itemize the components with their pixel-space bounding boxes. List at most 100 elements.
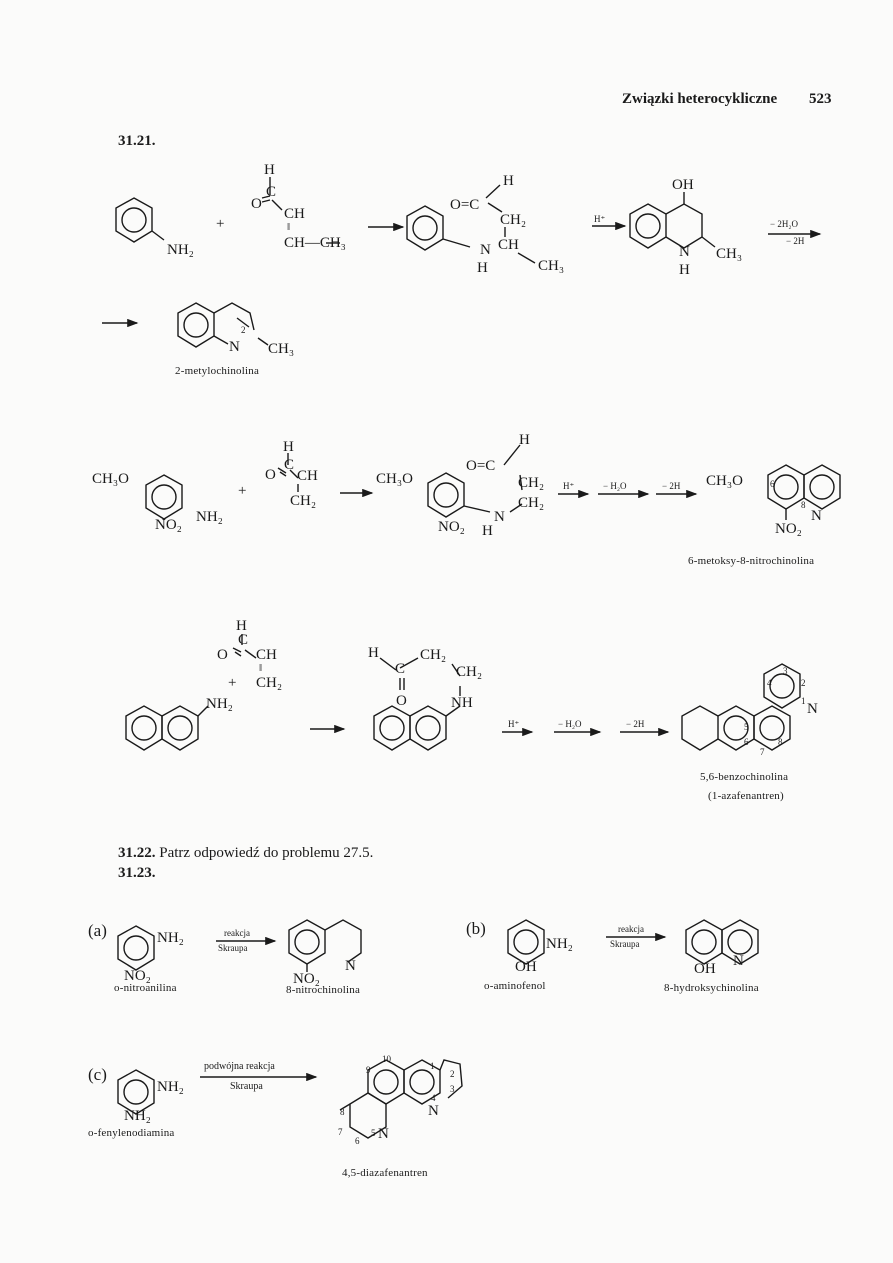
s3-double-bond: ‖ xyxy=(259,662,263,674)
s1-aldehyde-h: H xyxy=(264,162,275,178)
s3-int-ch2b: CH₂ xyxy=(456,664,483,680)
s3-prod-pos8: 8 xyxy=(778,737,783,747)
part-b-arrow-bottom: Skraupa xyxy=(610,939,640,949)
problem-number-31-23: 31.23. xyxy=(118,865,156,881)
part-c-pos3: 3 xyxy=(450,1084,455,1094)
problem-number-31-21: 31.21. xyxy=(118,133,156,149)
caption-o-fenylenodiamina: o-fenylenodiamina xyxy=(88,1127,175,1139)
s3-int-h: H xyxy=(368,645,379,661)
s2-prod-pos8: 8 xyxy=(801,500,806,510)
s2-ald-h: H xyxy=(283,439,294,455)
s1-ch-ch3: CH—CH₃ xyxy=(284,235,346,251)
aniline-ring xyxy=(115,197,165,243)
s3-prod-pos5: 5 xyxy=(744,722,749,732)
s3-int-c: C xyxy=(395,661,406,677)
s2-prod-no2: NO₂ xyxy=(775,521,802,537)
s2-int-ch3o: CH₃O xyxy=(376,471,413,487)
s3-ch: CH xyxy=(256,647,277,663)
s2-hplus: H⁺ xyxy=(563,481,575,491)
s2-no2: NO₂ xyxy=(155,517,182,533)
part-a-prod-n: N xyxy=(345,958,356,974)
s1-prod-ch3: CH₃ xyxy=(268,341,295,357)
s3-int-nh: NH xyxy=(451,695,473,711)
s2-ald-c: C xyxy=(284,457,295,473)
s1-int-nh: H xyxy=(477,260,488,276)
part-a-no2: NO₂ xyxy=(124,968,151,984)
part-a-arrow-bottom: Skraupa xyxy=(218,943,248,953)
intermediate3 xyxy=(373,657,461,751)
s3-prod-pos7: 7 xyxy=(760,747,765,757)
s1-prod-n: N xyxy=(229,339,240,355)
s3-nh2: NH₂ xyxy=(206,696,233,712)
part-c-arrow-bottom: Skraupa xyxy=(230,1081,263,1092)
part-a-prod-no2: NO₂ xyxy=(293,971,320,987)
part-c-label: (c) xyxy=(88,1065,107,1084)
s2-ch3o: CH₃O xyxy=(92,471,129,487)
s2-plus: + xyxy=(238,483,247,499)
part-c-pos6: 6 xyxy=(355,1136,360,1146)
s1-int-n: N xyxy=(480,242,491,258)
s2-int-no2: NO₂ xyxy=(438,519,465,535)
part-c-n5: N xyxy=(378,1126,389,1142)
part-c-arrow-top: podwójna reakcja xyxy=(204,1061,275,1072)
s1-thq-oh: OH xyxy=(672,177,694,193)
s3-int-o: O xyxy=(396,693,407,709)
intermediate2-ring xyxy=(427,444,523,518)
intermediate1-ring xyxy=(406,184,536,264)
s2-minus-h2o: − H₂O xyxy=(603,481,627,491)
s3-int-ch2a: CH₂ xyxy=(420,647,447,663)
tetrahydroquinolinol xyxy=(629,192,716,249)
s3-minus-2h: − 2H xyxy=(626,719,645,729)
part-c-pos4: 4 xyxy=(431,1093,436,1103)
part-c-pos7: 7 xyxy=(338,1127,343,1137)
part-b-label: (b) xyxy=(466,919,486,938)
s1-ch: CH xyxy=(284,206,305,222)
s2-int-ch2a: CH₂ xyxy=(518,475,545,491)
caption-4-5-diazafenantren: 4,5-diazafenantren xyxy=(342,1167,428,1179)
part-a-arrow-top: reakcja xyxy=(224,928,250,938)
diazaphenanthrene xyxy=(339,1059,463,1139)
s2-prod-pos6: 6 xyxy=(770,479,775,489)
part-c-pos8: 8 xyxy=(340,1107,345,1117)
s1-thq-h: H xyxy=(679,262,690,278)
caption-1-azafenantren: (1-azafenantren) xyxy=(708,790,784,802)
s3-prod-pos2: 2 xyxy=(801,678,806,688)
part-c-pos2: 2 xyxy=(450,1069,455,1079)
s3-prod-pos3: 3 xyxy=(783,666,788,676)
part-c-pos5: 5 xyxy=(371,1128,376,1138)
s3-prod-pos6: 6 xyxy=(744,737,749,747)
s1-double-bond: ‖ xyxy=(287,221,291,233)
s1-plus: + xyxy=(216,216,225,232)
s1-int-oc: O=C xyxy=(450,197,480,213)
s1-int-ch2: CH₂ xyxy=(500,212,527,228)
nitroquinoline xyxy=(288,919,362,972)
caption-8-hydroksychinolina: 8-hydroksychinolina xyxy=(664,982,759,994)
s1-thq-ch3: CH₃ xyxy=(716,246,743,262)
s2-int-h: H xyxy=(519,432,530,448)
acrolein-bonds-3 xyxy=(232,634,257,659)
s1-hplus: H⁺ xyxy=(594,214,606,224)
caption-o-aminofenol: o-aminofenol xyxy=(484,980,546,992)
s1-prod-pos2: 2 xyxy=(241,325,246,335)
naphthylamine xyxy=(125,705,209,751)
s1-int-h: H xyxy=(503,173,514,189)
s1-aniline-nh2: NH₂ xyxy=(167,242,194,258)
s3-minus-h2o: − H₂O xyxy=(558,719,582,729)
part-a-nh2: NH₂ xyxy=(157,930,184,946)
s3-ch2: CH₂ xyxy=(256,675,283,691)
s3-prod-pos4: 4 xyxy=(767,678,772,688)
part-b-prod-oh: OH xyxy=(694,961,716,977)
part-b-oh: OH xyxy=(515,959,537,975)
s2-int-ch2b: CH₂ xyxy=(518,495,545,511)
hydroxyquinoline xyxy=(685,919,759,965)
s2-prod-ch3o: CH₃O xyxy=(706,473,743,489)
methoxy-nitroaniline-ring xyxy=(145,474,183,520)
part-c-nh2-a: NH₂ xyxy=(157,1079,184,1095)
methoxynitroquinoline xyxy=(767,464,841,520)
s2-ch: CH xyxy=(297,468,318,484)
page-number: 523 xyxy=(809,91,832,107)
aminophenol xyxy=(507,919,545,965)
s2-int-nh: H xyxy=(482,523,493,539)
s2-ch2: CH₂ xyxy=(290,493,317,509)
